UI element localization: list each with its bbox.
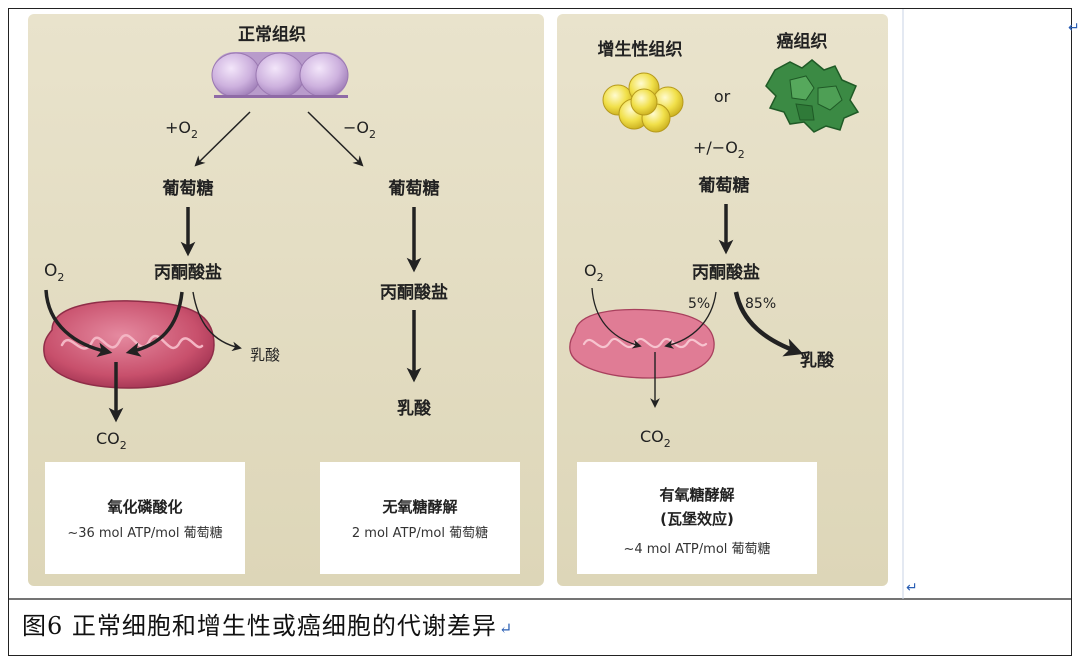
arrow-o2-to-mito [44, 289, 113, 358]
lactate-small-label: 乳酸 [250, 346, 280, 364]
oxphos-box [45, 462, 245, 574]
proliferative-title: 增生性组织 [598, 39, 683, 60]
aerobic-glycolysis-box [577, 462, 817, 574]
glucose-right-label: 葡萄糖 [388, 178, 440, 199]
glucose-right-panel-label: 葡萄糖 [698, 175, 750, 196]
aerobic-glycolysis-title: 有氧糖酵解 [659, 486, 734, 504]
right-panel [557, 14, 888, 586]
arrow-o2-to-mito-tumor [591, 287, 642, 349]
minus-o2-label: −O2 [343, 118, 376, 141]
pyruvate-right-label: 丙酮酸盐 [380, 282, 448, 303]
normal-cells-icon [211, 52, 349, 98]
return-mark-icon: ↵ [906, 580, 918, 596]
return-mark-icon: ↵ [498, 619, 514, 638]
arrow-to-glucose-right [307, 111, 364, 167]
arrow-to-glucose-left [194, 111, 251, 167]
aerobic-glycolysis-atp: ~4 mol ATP/mol 葡萄糖 [623, 541, 770, 557]
left-panel [28, 14, 544, 586]
arrow-pyruvate-to-lactate-tumor [733, 291, 804, 357]
figure-caption: 图6 正常细胞和增生性或癌细胞的代谢差异↵ [22, 606, 513, 641]
pct-5-label: 5% [688, 296, 710, 312]
pyruvate-tumor-label: 丙酮酸盐 [692, 262, 760, 283]
anaerobic-atp: 2 mol ATP/mol 葡萄糖 [352, 525, 488, 541]
pct-85-label: 85% [745, 296, 776, 312]
anaerobic-title: 无氧糖酵解 [381, 498, 457, 516]
lactate-tumor-label: 乳酸 [800, 350, 835, 371]
normal-tissue-title: 正常组织 [238, 24, 306, 45]
return-mark-icon: ↵ [1068, 20, 1080, 36]
anaerobic-box [320, 462, 520, 574]
or-label: or [714, 87, 731, 106]
caption-text: 图6 正常细胞和增生性或癌细胞的代谢差异 [22, 612, 497, 640]
oxphos-atp: ~36 mol ATP/mol 葡萄糖 [67, 525, 222, 541]
pyruvate-left-label: 丙酮酸盐 [154, 262, 222, 283]
arrow-pyruvate-to-mito [125, 291, 184, 357]
co2-left-label: CO2 [96, 429, 127, 452]
o2-input-label: O2 [44, 261, 64, 284]
warburg-effect-title: (瓦堡效应) [660, 510, 734, 528]
o2-tumor-label: O2 [584, 261, 604, 284]
tumor-title: 癌组织 [777, 31, 828, 52]
proliferative-cells-icon [602, 72, 684, 133]
lactate-right-label: 乳酸 [397, 398, 432, 419]
glucose-left-label: 葡萄糖 [162, 178, 214, 199]
arrow-pyruvate-to-lactate-small [192, 291, 242, 352]
oxphos-title: 氧化磷酸化 [106, 498, 182, 516]
plus-minus-o2-label: +/−O2 [693, 138, 745, 161]
arrow-pyruvate-to-mito-tumor [664, 291, 717, 349]
figure-frame [8, 8, 1072, 656]
plus-o2-label: +O2 [165, 118, 198, 141]
co2-tumor-label: CO2 [640, 427, 671, 450]
tumor-cells-icon [765, 59, 860, 133]
